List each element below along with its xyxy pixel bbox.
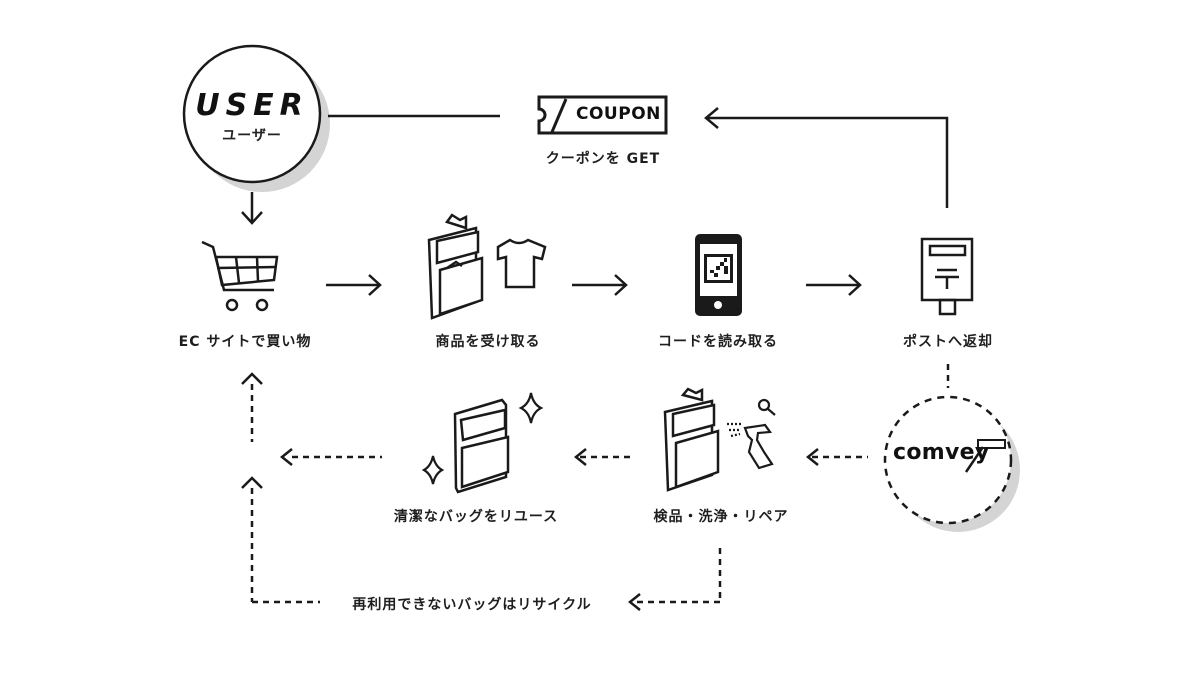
user-node [182,44,330,192]
magnifier-icon [757,398,776,416]
clean-bag-icon [453,398,510,494]
recycle-label: 再利用できないバッグはリサイクル [352,597,592,613]
arrow-cart-to-receive [326,274,382,296]
step-label-inspect: 検品・洗浄・リペア [653,509,789,525]
comvey-flag-stroke [964,446,985,473]
step-label-receive: 商品を受け取る [435,334,541,350]
comvey-flag-icon [977,439,1006,449]
spray-bottle-icon [727,422,774,470]
user-subtitle: ユーザー [222,128,282,144]
coupon-caption: クーポンを GET [545,151,661,167]
bag-icon [427,213,484,320]
mailbox-icon [920,237,974,316]
step-label-scan: コードを読み取る [658,334,778,350]
user-circle [182,44,322,184]
recycle-loop [241,476,722,611]
user-title: USER [195,88,309,123]
comvey-circle [883,395,1013,525]
step-label-reuse: 清潔なバッグをリユース [393,509,559,525]
smartphone-qr-icon [695,234,742,316]
tshirt-icon [496,238,547,289]
step-label-return: ポストへ返却 [903,334,993,350]
coupon-badge-text: COUPON [576,104,661,124]
sparkle-icon [421,392,544,485]
arrow-receive-to-scan [572,274,628,296]
arrow-up-to-shop [241,372,263,442]
arrow-reuse-to-shop [279,448,382,466]
arrow-return-to-coupon [704,107,949,208]
step-label-shop: EC サイトで買い物 [178,334,312,350]
shopping-cart-icon [201,240,279,312]
arrow-user-to-cart [241,192,263,225]
coupon-icon [537,95,668,135]
comvey-node [883,395,1020,532]
comvey-logo-text: comvey [893,440,990,465]
bag-inspect-icon [663,387,720,492]
arrow-inspect-to-reuse [573,448,630,466]
arrow-scan-to-return [806,274,862,296]
arrow-comvey-to-inspect [805,448,868,466]
